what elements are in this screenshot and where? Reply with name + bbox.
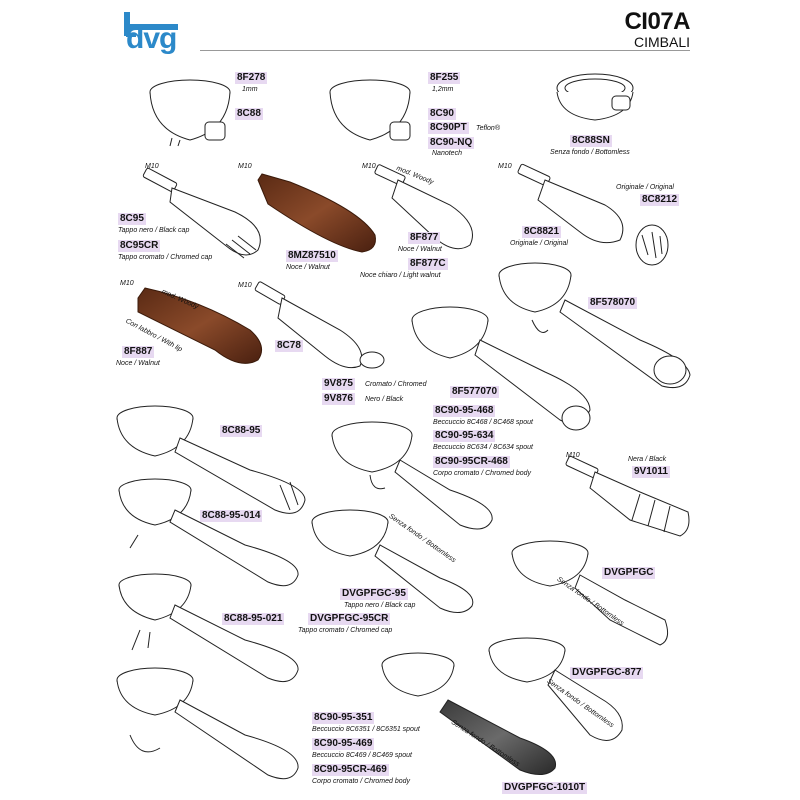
part-note: Nero / Black bbox=[365, 396, 404, 403]
part-note: Noce / Walnut bbox=[286, 264, 330, 271]
part-code: 8C90-95-634 bbox=[433, 430, 496, 442]
part-note: 1,2mm bbox=[432, 86, 454, 93]
thread-label: M10 bbox=[566, 452, 580, 459]
part-code: 8F577070 bbox=[450, 386, 500, 398]
part-code: 9V1011 bbox=[632, 466, 670, 478]
thread-label: M10 bbox=[238, 163, 252, 170]
part-note: Corpo cromato / Chromed body bbox=[433, 470, 532, 477]
maker-subtitle: CIMBALI bbox=[633, 34, 690, 50]
handle-8c8821-drawing bbox=[517, 163, 669, 266]
part-code: 8C90 bbox=[428, 108, 456, 120]
part-code: 9V875 bbox=[322, 378, 355, 390]
header-divider bbox=[200, 50, 690, 51]
part-note: Originale / Original bbox=[510, 240, 568, 247]
handle-8f887-drawing bbox=[137, 287, 263, 364]
thread-label: M10 bbox=[498, 163, 512, 170]
bottomless-body-8c88sn-drawing bbox=[556, 73, 634, 121]
part-code: 8C90-NQ bbox=[428, 137, 475, 149]
portafilter-8c88-95-014-drawing bbox=[118, 478, 299, 587]
part-note: Beccuccio 8C469 / 8C469 spout bbox=[312, 752, 413, 759]
part-note: Noce chiaro / Light walnut bbox=[360, 272, 441, 279]
part-note: Tappo cromato / Chromed cap bbox=[298, 627, 393, 634]
part-note: Tappo nero / Black cap bbox=[118, 227, 190, 234]
part-note: Teflon® bbox=[476, 125, 500, 132]
part-code: 8C78 bbox=[275, 340, 303, 352]
portafilter-dvgpfgc-877-drawing bbox=[488, 637, 623, 741]
thread-label: M10 bbox=[145, 163, 159, 170]
thread-label: M10 bbox=[120, 280, 134, 287]
part-code: 8C90-95-469 bbox=[312, 738, 375, 750]
handle-8c95-drawing bbox=[142, 167, 261, 259]
part-note: Beccuccio 8C634 / 8C634 spout bbox=[433, 444, 534, 451]
part-note: 1mm bbox=[242, 86, 258, 93]
portafilter-body-8c88-drawing bbox=[149, 79, 231, 147]
portafilter-8c90-95-351-drawing bbox=[116, 667, 299, 780]
part-code: 8C90-95CR-468 bbox=[433, 456, 510, 468]
part-note: Nanotech bbox=[432, 150, 462, 157]
part-code: 8F255 bbox=[428, 72, 461, 84]
part-code: 8C88-95 bbox=[220, 425, 263, 437]
part-note: Originale / Original bbox=[616, 184, 674, 191]
part-code: 8C8212 bbox=[640, 194, 680, 206]
portafilter-8c88-95-021-drawing bbox=[118, 573, 299, 683]
handle-8c78-drawing bbox=[254, 281, 385, 369]
part-note: Senza fondo / Bottomless bbox=[550, 149, 630, 156]
thread-label: M10 bbox=[362, 163, 376, 170]
part-code: 8C90PT bbox=[428, 122, 469, 134]
part-code: DVGPFGC-95 bbox=[340, 588, 408, 600]
part-code: 8MZ87510 bbox=[286, 250, 338, 262]
part-code: 8C8821 bbox=[522, 226, 562, 238]
portafilter-8f577070-drawing bbox=[411, 306, 591, 431]
portafilter-body-8c90-drawing bbox=[329, 79, 411, 141]
handle-9v1011-drawing bbox=[565, 455, 690, 537]
part-code: 8F578070 bbox=[588, 297, 638, 309]
part-code: DVGPFGC bbox=[602, 567, 656, 579]
part-code: 8F877 bbox=[408, 232, 441, 244]
portafilter-dvgpfgc-95-drawing bbox=[311, 509, 474, 613]
part-code: 8C90-95-351 bbox=[312, 712, 375, 724]
part-code: DVGPFGC-877 bbox=[570, 667, 644, 679]
part-note: Noce / Walnut bbox=[398, 246, 442, 253]
part-code: 8C90-95-468 bbox=[433, 405, 496, 417]
faucet-logo-icon bbox=[124, 12, 178, 37]
part-note: Cromato / Chromed bbox=[365, 381, 427, 388]
brand-name: dvg bbox=[126, 22, 177, 55]
handle-8mz87510-drawing bbox=[257, 173, 376, 253]
part-code: 8C95 bbox=[118, 213, 146, 225]
part-code: 8F278 bbox=[235, 72, 268, 84]
portafilter-dvgpfgc-1010t-drawing bbox=[381, 652, 557, 775]
part-code: 8C88 bbox=[235, 108, 263, 120]
part-code: 8C88SN bbox=[570, 135, 612, 147]
part-code: 8C90-95CR-469 bbox=[312, 764, 389, 776]
model-title: CI07A bbox=[624, 8, 690, 35]
part-code: 8C95CR bbox=[118, 240, 161, 252]
part-note: Noce / Walnut bbox=[116, 360, 160, 367]
part-note: Tappo nero / Black cap bbox=[344, 602, 416, 609]
part-code: 8C88-95-014 bbox=[200, 510, 263, 522]
portafilter-8c88-95-drawing bbox=[116, 405, 306, 514]
portafilter-8f578070-drawing bbox=[498, 262, 691, 389]
part-code: 9V876 bbox=[322, 393, 355, 405]
portafilter-8c90-95-468-drawing bbox=[331, 421, 493, 530]
part-code: DVGPFGC-95CR bbox=[308, 613, 391, 625]
part-note: Beccuccio 8C6351 / 8C6351 spout bbox=[312, 726, 420, 733]
part-code: 8F877C bbox=[408, 258, 448, 270]
part-code: 8C88-95-021 bbox=[222, 613, 285, 625]
portafilter-dvgpfgc-drawing bbox=[511, 540, 669, 646]
part-note: Tappo cromato / Chromed cap bbox=[118, 254, 213, 261]
part-code: 8F887 bbox=[122, 346, 155, 358]
part-note: Nera / Black bbox=[628, 456, 667, 463]
thread-label: M10 bbox=[238, 282, 252, 289]
part-note: Beccuccio 8C468 / 8C468 spout bbox=[433, 419, 534, 426]
part-code: DVGPFGC-1010T bbox=[502, 782, 588, 794]
part-note: Corpo cromato / Chromed body bbox=[312, 778, 411, 785]
